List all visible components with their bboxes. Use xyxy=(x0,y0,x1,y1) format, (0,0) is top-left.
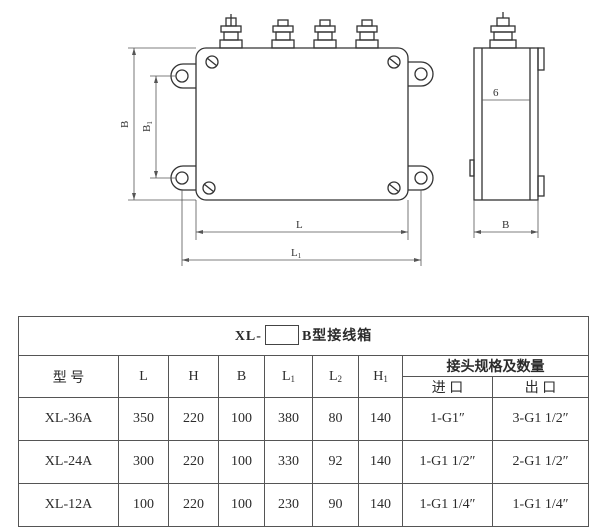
cell-B: 100 xyxy=(218,440,265,484)
mounting-lug-top-right xyxy=(408,61,434,87)
header-L: L xyxy=(118,355,169,398)
screw-bottom-right xyxy=(387,181,401,195)
side-cable-gland xyxy=(489,12,517,49)
cell-inlet: 1-G1 1/2″ xyxy=(402,440,493,484)
cell-H1: 140 xyxy=(358,397,403,441)
cell-L: 100 xyxy=(118,483,169,527)
header-outlet: 出 口 xyxy=(491,376,590,398)
model-placeholder-box xyxy=(264,324,299,345)
cable-gland-2 xyxy=(271,19,295,49)
header-model: 型 号 xyxy=(18,355,119,398)
header-H1: H1 xyxy=(358,355,403,398)
cell-L2: 92 xyxy=(312,440,359,484)
cell-L2: 90 xyxy=(312,483,359,527)
cell-H1: 140 xyxy=(358,440,403,484)
cell-inlet: 1-G1 1/4″ xyxy=(402,483,493,527)
mounting-lug-bottom-right xyxy=(408,165,434,191)
screw-bottom-left xyxy=(202,181,216,195)
header-H: H xyxy=(168,355,219,398)
cell-H: 220 xyxy=(168,483,219,527)
dim-6-label: 6 xyxy=(493,87,499,99)
cable-gland-1 xyxy=(219,14,243,49)
header-inlet: 进 口 xyxy=(402,376,493,398)
screw-top-right xyxy=(387,55,401,69)
box-body-side xyxy=(473,47,539,201)
cell-L1: 380 xyxy=(264,397,313,441)
cell-L1: 230 xyxy=(264,483,313,527)
spec-table: XL-B型接线箱 型 号 L H B L1 L2 H1 接头规格及数量 进 口 … xyxy=(17,316,590,527)
cell-L1: 330 xyxy=(264,440,313,484)
cell-H: 220 xyxy=(168,397,219,441)
dim-B-side-label: B xyxy=(502,219,509,231)
table-row: XL-36A 350 220 100 380 80 140 1-G1″ 3-G1… xyxy=(18,397,590,441)
cell-L: 350 xyxy=(118,397,169,441)
dim-L1-label: L1 xyxy=(291,247,302,260)
cell-H1: 140 xyxy=(358,483,403,527)
header-L2: L2 xyxy=(312,355,359,398)
dim-B-front-label: B xyxy=(119,121,131,128)
cell-H: 220 xyxy=(168,440,219,484)
cell-L: 300 xyxy=(118,440,169,484)
dim-B1-label: B1 xyxy=(141,121,154,132)
screw-top-left xyxy=(205,55,219,69)
cell-outlet: 2-G1 1/2″ xyxy=(491,440,590,484)
header-L1: L1 xyxy=(264,355,313,398)
cell-B: 100 xyxy=(218,483,265,527)
table-row: XL-24A 300 220 100 330 92 140 1-G1 1/2″ … xyxy=(18,440,590,484)
cell-inlet: 1-G1″ xyxy=(402,397,493,441)
cell-model: XL-12A xyxy=(18,483,119,527)
table-title: XL-B型接线箱 xyxy=(17,316,590,356)
junction-box-drawing: L L1 B B1 6 B xyxy=(119,12,545,266)
cell-L2: 80 xyxy=(312,397,359,441)
cable-gland-4 xyxy=(355,19,379,49)
cell-model: XL-36A xyxy=(18,397,119,441)
cell-outlet: 3-G1 1/2″ xyxy=(491,397,590,441)
cell-outlet: 1-G1 1/4″ xyxy=(491,483,590,527)
cell-model: XL-24A xyxy=(18,440,119,484)
header-joint-spec: 接头规格及数量 xyxy=(401,355,590,377)
table-row: XL-12A 100 220 100 230 90 140 1-G1 1/4″ … xyxy=(18,483,590,527)
cable-gland-3 xyxy=(313,19,337,49)
cell-B: 100 xyxy=(218,397,265,441)
box-body-front xyxy=(195,47,409,201)
header-B: B xyxy=(218,355,265,398)
dim-L-label: L xyxy=(296,219,303,231)
